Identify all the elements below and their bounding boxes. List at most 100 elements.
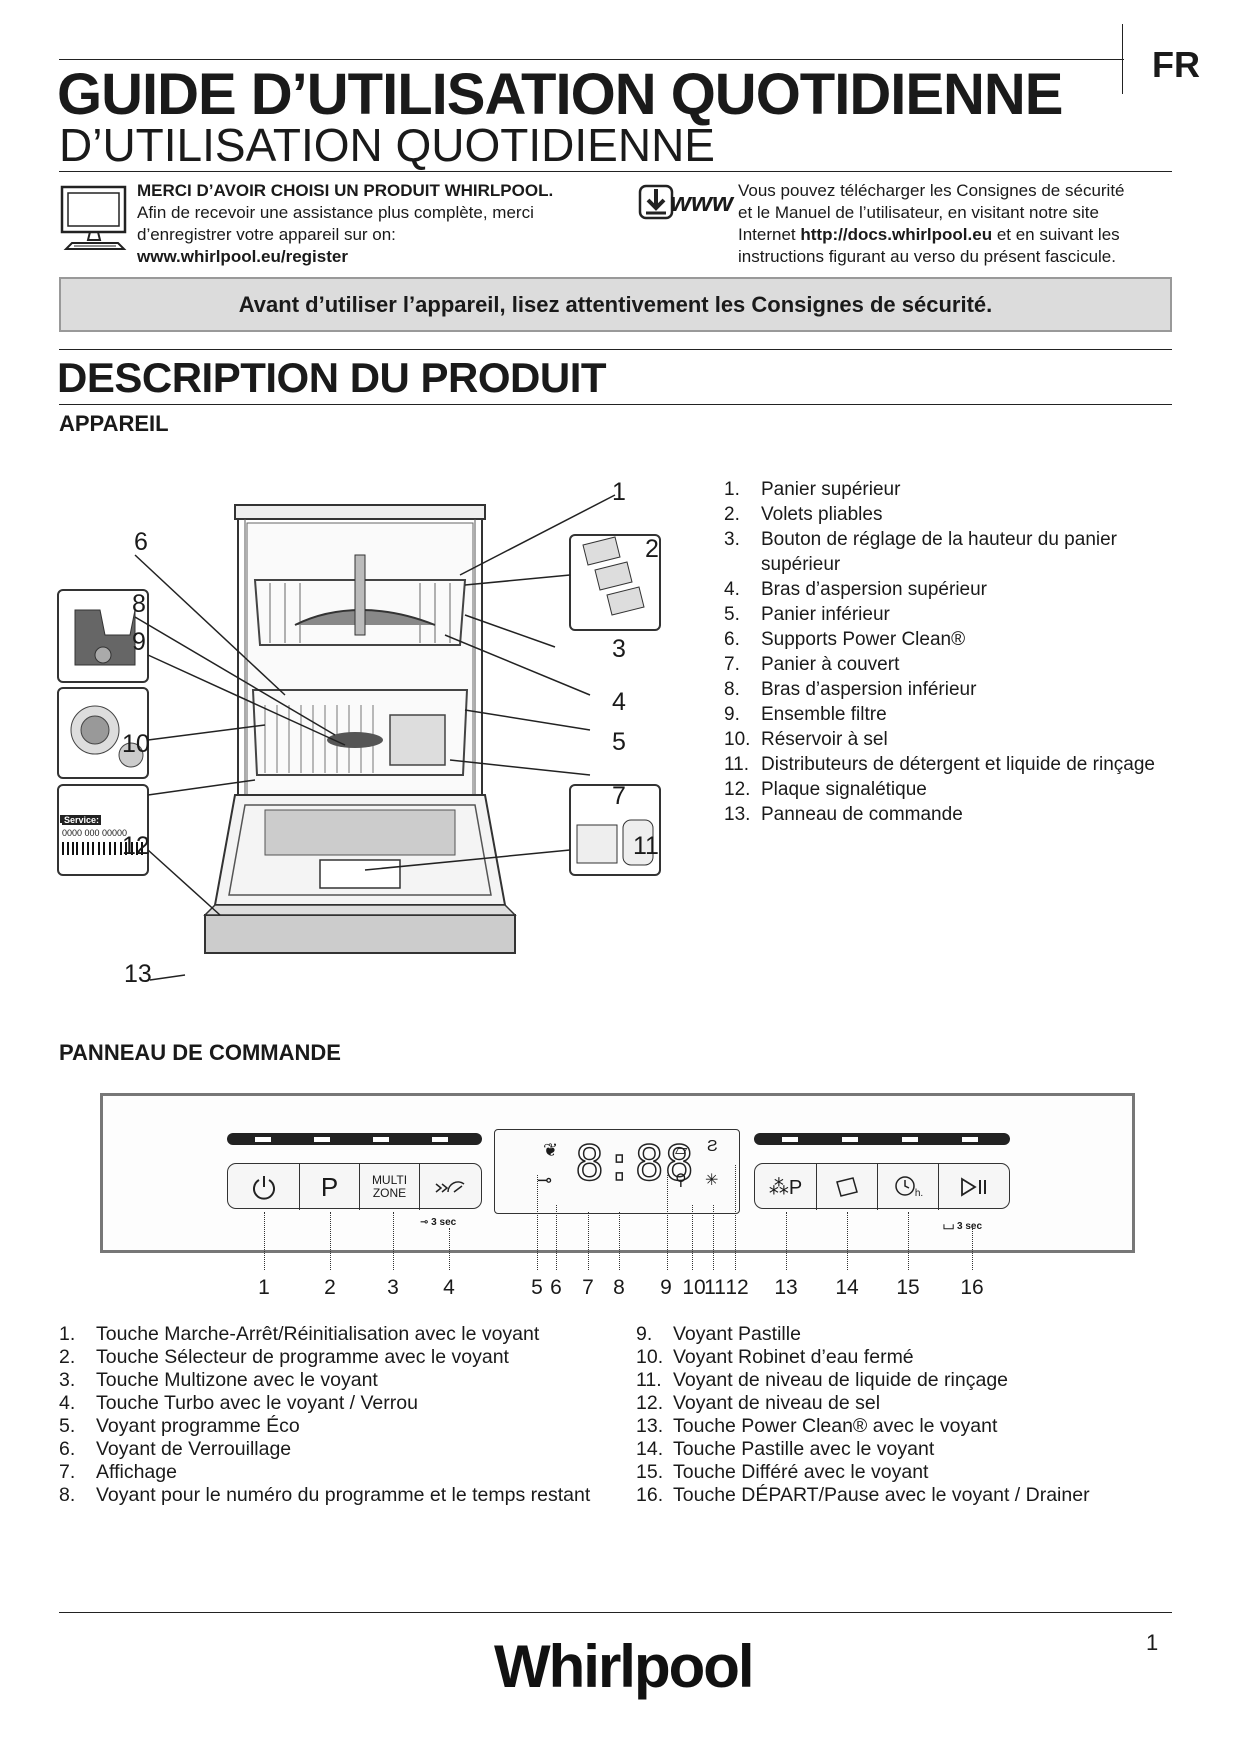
page-number: 1 [1146, 1630, 1159, 1655]
right-button-group: ⁂P h. [754, 1163, 1010, 1210]
callout-6: 6 [134, 528, 148, 556]
turbo-icon [435, 1181, 465, 1193]
download-line-3: Internet http://docs.whirlpool.eu et en … [738, 224, 1178, 246]
part-item: 12.Plaque signalétique [724, 777, 1194, 802]
part-item-label: Panier supérieur [761, 479, 901, 500]
part-item-label: Distributeurs de détergent et liquide de… [761, 754, 1155, 775]
key-icon: ⊸ [420, 1217, 429, 1228]
control-item-label: Touche Sélecteur de programme avec le vo… [96, 1346, 509, 1368]
subtitle-rule [59, 171, 1172, 172]
part-item: 7.Panier à couvert [724, 652, 1194, 677]
leader-4 [449, 1228, 450, 1270]
start-pause-button[interactable] [939, 1164, 1008, 1210]
leader-1 [264, 1212, 265, 1270]
panel-number-11: 11 [704, 1276, 726, 1299]
tablet-icon [836, 1177, 858, 1197]
download-icon: www [638, 183, 733, 223]
power-icon [252, 1176, 275, 1200]
leader-15 [908, 1212, 909, 1270]
part-item-label: Bras d’aspersion supérieur [761, 579, 988, 600]
salt-indicator-icon: Ƨ [707, 1138, 718, 1155]
part-item-number: 6. [724, 629, 740, 650]
control-item-label: Touche Turbo avec le voyant / Verrou [96, 1392, 418, 1414]
program-selector-button[interactable]: P [300, 1164, 360, 1210]
multizone-button[interactable]: MULTI ZONE [360, 1164, 420, 1210]
download-line-3-pre: Internet [738, 225, 801, 244]
download-line-1: Vous pouvez télécharger les Consignes de… [738, 181, 1125, 200]
part-item-label: Supports Power Clean® [761, 629, 966, 650]
lock-hint-text: 3 sec [431, 1217, 457, 1228]
power-button[interactable] [228, 1164, 300, 1210]
computer-icon [60, 185, 127, 250]
part-item-label: supérieur [761, 554, 841, 575]
display-panel: ❦ ⊸ 8:88 ▱ Ƨ ⚲ ✳ [494, 1129, 740, 1214]
drain-icon: ⌴ [943, 1216, 955, 1232]
control-item: 13.Touche Power Clean® avec le voyant [636, 1415, 1196, 1438]
control-item: 9.Voyant Pastille [636, 1323, 1196, 1346]
part-item-number: 12. [724, 779, 751, 800]
control-item-number: 15. [636, 1461, 664, 1483]
control-item-number: 6. [59, 1438, 76, 1460]
register-line-1: Afin de recevoir une assistance plus com… [137, 203, 534, 222]
callout-2: 2 [645, 535, 659, 563]
control-item-label: Voyant de niveau de sel [673, 1392, 881, 1414]
panel-title: PANNEAU DE COMMANDE [59, 1040, 341, 1065]
turbo-button[interactable] [420, 1164, 480, 1210]
eco-leaf-icon: ❦ [543, 1140, 559, 1160]
part-item: 11.Distributeurs de détergent et liquide… [724, 752, 1194, 777]
control-item-label: Voyant Robinet d’eau fermé [673, 1346, 914, 1368]
control-item-label: Voyant de niveau de liquide de rinçage [673, 1369, 1009, 1391]
part-item-label: Bras d’aspersion inférieur [761, 679, 977, 700]
leader-9 [667, 1175, 668, 1270]
control-item-number: 7. [59, 1461, 76, 1483]
panel-number-5: 5 [531, 1276, 543, 1299]
power-clean-button[interactable]: ⁂P [755, 1164, 817, 1210]
leader-3 [393, 1212, 394, 1270]
part-item-number: 10. [724, 729, 751, 750]
lock-indicator-icon: ⊸ [537, 1170, 553, 1190]
control-item-label: Touche Différé avec le voyant [673, 1461, 929, 1483]
program-icon: P [320, 1171, 339, 1202]
safety-warning-banner: Avant d’utiliser l’appareil, lisez atten… [59, 277, 1172, 332]
leader-7 [588, 1212, 589, 1270]
part-item-label: Ensemble filtre [761, 704, 887, 725]
part-item: 4.Bras d’aspersion supérieur [724, 577, 1194, 602]
panel-number-2: 2 [324, 1276, 336, 1299]
leader-14 [847, 1212, 848, 1270]
appliance-title: APPAREIL [59, 411, 169, 436]
panel-number-13: 13 [774, 1276, 798, 1299]
part-item-number: 13. [724, 804, 751, 825]
control-item-label: Voyant de Verrouillage [96, 1438, 292, 1460]
control-item: 3.Touche Multizone avec le voyant [59, 1369, 649, 1392]
panel-number-8: 8 [613, 1276, 625, 1299]
drain-hint: ⌴ 3 sec [943, 1216, 982, 1233]
panel-number-7: 7 [582, 1276, 594, 1299]
whirlpool-logo: Whirlpool [494, 1633, 755, 1700]
part-item-label: Panier inférieur [761, 604, 890, 625]
control-item: 10.Voyant Robinet d’eau fermé [636, 1346, 1196, 1369]
docs-link[interactable]: http://docs.whirlpool.eu [800, 225, 993, 244]
tablet-button[interactable] [817, 1164, 878, 1210]
control-item-number: 16. [636, 1484, 664, 1506]
www-label: www [670, 187, 734, 217]
tablet-indicator-icon: ▱ [675, 1142, 688, 1159]
callout-13: 13 [124, 960, 152, 988]
delay-button[interactable]: h. [878, 1164, 939, 1210]
rating-plate-service: Service: [62, 815, 102, 825]
page-subtitle: D’UTILISATION QUOTIDIENNE [59, 119, 715, 171]
control-item-number: 8. [59, 1484, 76, 1506]
register-text: MERCI D’AVOIR CHOISI UN PRODUIT WHIRLPOO… [137, 180, 607, 268]
register-link[interactable]: www.whirlpool.eu/register [137, 247, 348, 266]
part-item-number [724, 552, 761, 577]
panel-number-12: 12 [725, 1276, 749, 1299]
panel-number-9: 9 [660, 1276, 672, 1299]
callout-9: 9 [132, 628, 146, 656]
control-item-label: Touche DÉPART/Pause avec le voyant / Dra… [673, 1484, 1090, 1506]
control-item: 4. Touche Turbo avec le voyant / Verrou [59, 1392, 649, 1415]
part-item-label: Panier à couvert [761, 654, 900, 675]
safety-warning-text: Avant d’utiliser l’appareil, lisez atten… [238, 291, 993, 317]
control-item-number: 4. [59, 1392, 76, 1414]
dishwasher-illustration [57, 494, 661, 981]
